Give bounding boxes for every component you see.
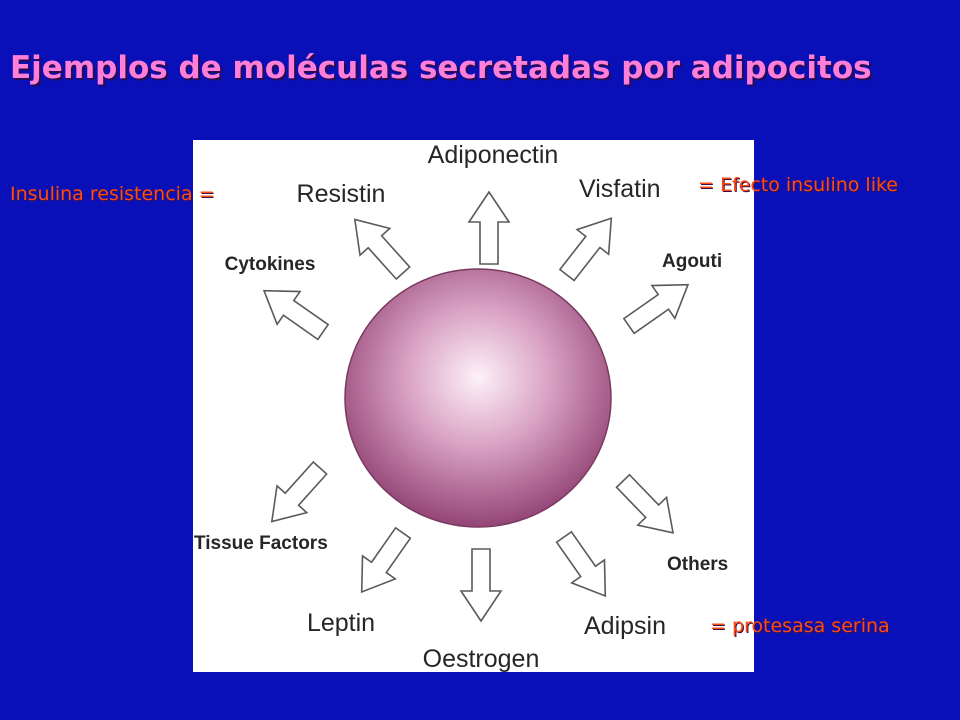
annotation-insulin-resistance: Insulina resistencia = (10, 183, 215, 205)
label-adiponectin: Adiponectin (428, 141, 559, 169)
arrow-tissue-factors (270, 460, 328, 523)
arrow-resistin (353, 218, 411, 281)
arrow-agouti (622, 283, 690, 335)
slide-title: Ejemplos de moléculas secretadas por adi… (10, 50, 872, 86)
arrow-oestrogen (459, 548, 503, 623)
arrow-others (615, 473, 675, 534)
annotation-serine-protease: = protesasa serina (710, 615, 890, 637)
label-cytokines: Cytokines (225, 254, 316, 275)
label-leptin: Leptin (307, 609, 375, 637)
arrow-cytokines (262, 289, 330, 341)
label-oestrogen: Oestrogen (423, 645, 540, 672)
annotation-insulin-like: = Efecto insulino like (698, 174, 899, 196)
arrow-adipsin (555, 530, 607, 598)
label-agouti: Agouti (662, 251, 722, 272)
adipocyte-diagram: Adiponectin Resistin Visfatin Cytokines … (193, 140, 754, 672)
diagram-canvas: Adiponectin Resistin Visfatin Cytokines … (194, 141, 728, 672)
label-adipsin: Adipsin (584, 612, 666, 640)
label-resistin: Resistin (297, 180, 386, 208)
arrow-leptin (360, 526, 412, 594)
label-others: Others (667, 554, 728, 575)
arrow-visfatin (558, 217, 613, 282)
label-visfatin: Visfatin (579, 175, 661, 203)
label-tissue-factors: Tissue Factors (194, 533, 328, 554)
adipocyte-cell (344, 268, 612, 528)
arrow-adiponectin (467, 190, 511, 265)
